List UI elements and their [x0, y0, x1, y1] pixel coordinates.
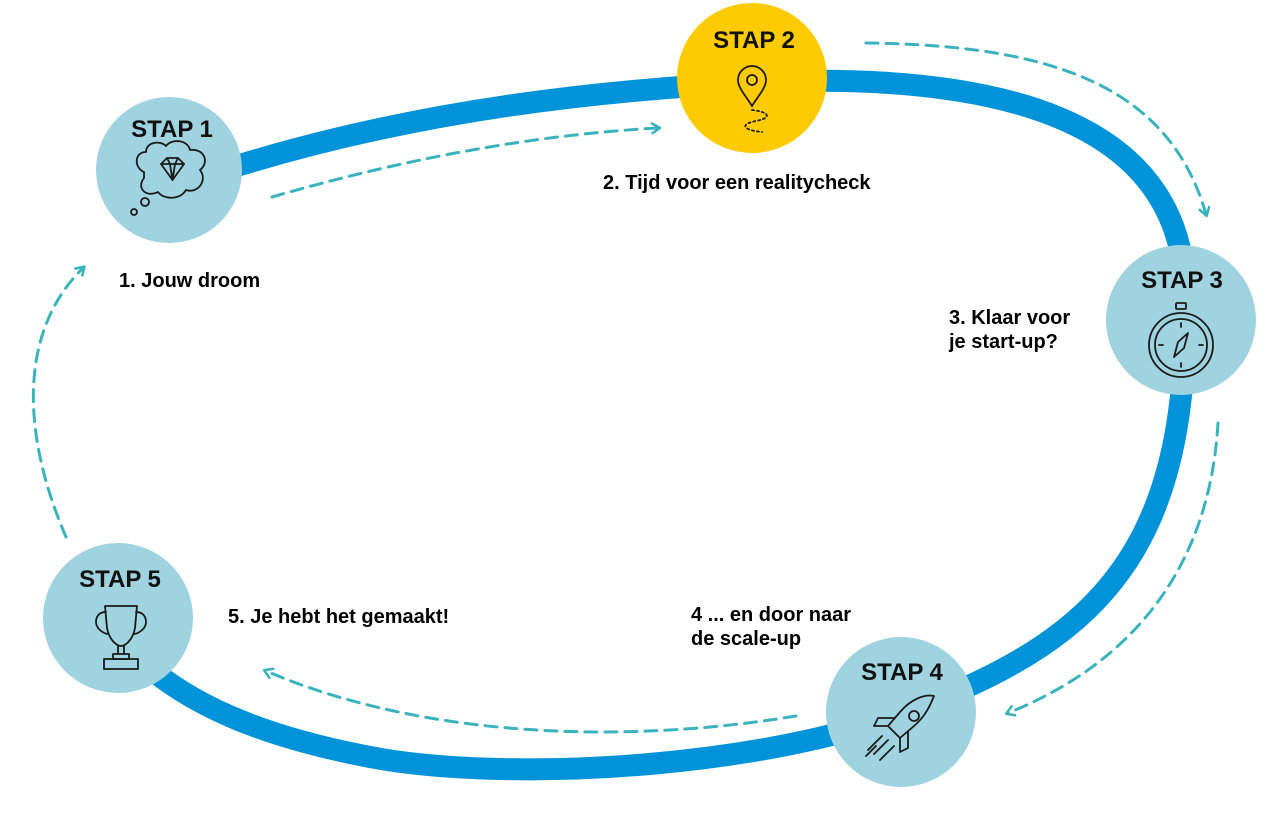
step-4-caption-line-2: de scale-up — [691, 628, 802, 650]
step-2: STAP 2 — [677, 3, 827, 153]
step-3: STAP 3 — [1106, 245, 1256, 395]
step-1: STAP 1 — [96, 97, 242, 243]
step-5-title: STAP 5 — [79, 566, 161, 593]
step-5: STAP 5 — [43, 543, 193, 693]
step-3-title: STAP 3 — [1141, 267, 1223, 294]
step-4: STAP 4 — [826, 637, 976, 787]
step-1-caption: 1. Jouw droom — [119, 269, 260, 293]
arrow-step2-to-step3 — [864, 41, 1206, 214]
diamond-thought-icon — [130, 140, 206, 216]
step-2-circle — [677, 3, 827, 153]
step-5-caption-line: 5. Je hebt het gemaakt! — [228, 606, 450, 628]
step-2-title: STAP 2 — [713, 27, 795, 54]
step-3-caption-line-1: 3. Klaar voor — [949, 307, 1071, 329]
step-5-circle — [43, 543, 193, 693]
step-5-caption: 5. Je hebt het gemaakt! — [228, 605, 449, 629]
step-4-title: STAP 4 — [861, 659, 943, 686]
compass-icon — [1148, 302, 1214, 378]
step-3-caption: 3. Klaar voor je start-up? — [949, 306, 1070, 354]
step-3-circle — [1106, 245, 1256, 395]
trophy-icon — [95, 605, 147, 670]
arrow-step4-to-step5 — [266, 671, 798, 734]
rocket-icon — [865, 694, 935, 761]
step-2-caption: 2. Tijd voor een realitycheck — [603, 171, 871, 195]
step-3-caption-line-2: je start-up? — [949, 331, 1058, 353]
arrow-step5-to-step1 — [31, 268, 83, 539]
step-1-title: STAP 1 — [131, 116, 213, 143]
step-2-caption-line: 2. Tijd voor een realitycheck — [603, 172, 871, 194]
arrow-step3-to-step4 — [1008, 421, 1220, 713]
step-1-caption-line: 1. Jouw droom — [119, 270, 261, 292]
map-pin-path-icon — [737, 65, 768, 133]
step-1-circle — [96, 97, 242, 243]
step-4-caption: 4 ... en door naar de scale-up — [691, 603, 851, 651]
cycle-loop — [129, 69, 1197, 781]
step-4-caption-line-1: 4 ... en door naar — [691, 604, 852, 626]
arrow-step1-to-step2 — [270, 128, 658, 199]
